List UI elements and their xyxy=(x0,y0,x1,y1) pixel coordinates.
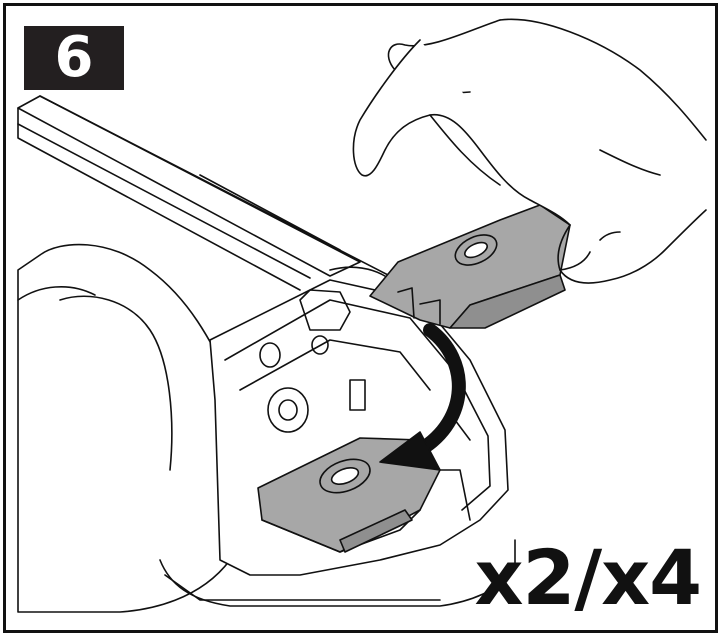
roof-bar xyxy=(17,95,391,291)
quantity-label: x2/x4 xyxy=(474,533,702,622)
hand-icon xyxy=(352,18,707,284)
held-pad xyxy=(369,204,571,329)
step-number-badge: 6 xyxy=(24,26,124,90)
curved-arrow-icon xyxy=(379,323,466,471)
installed-pad xyxy=(257,437,441,553)
